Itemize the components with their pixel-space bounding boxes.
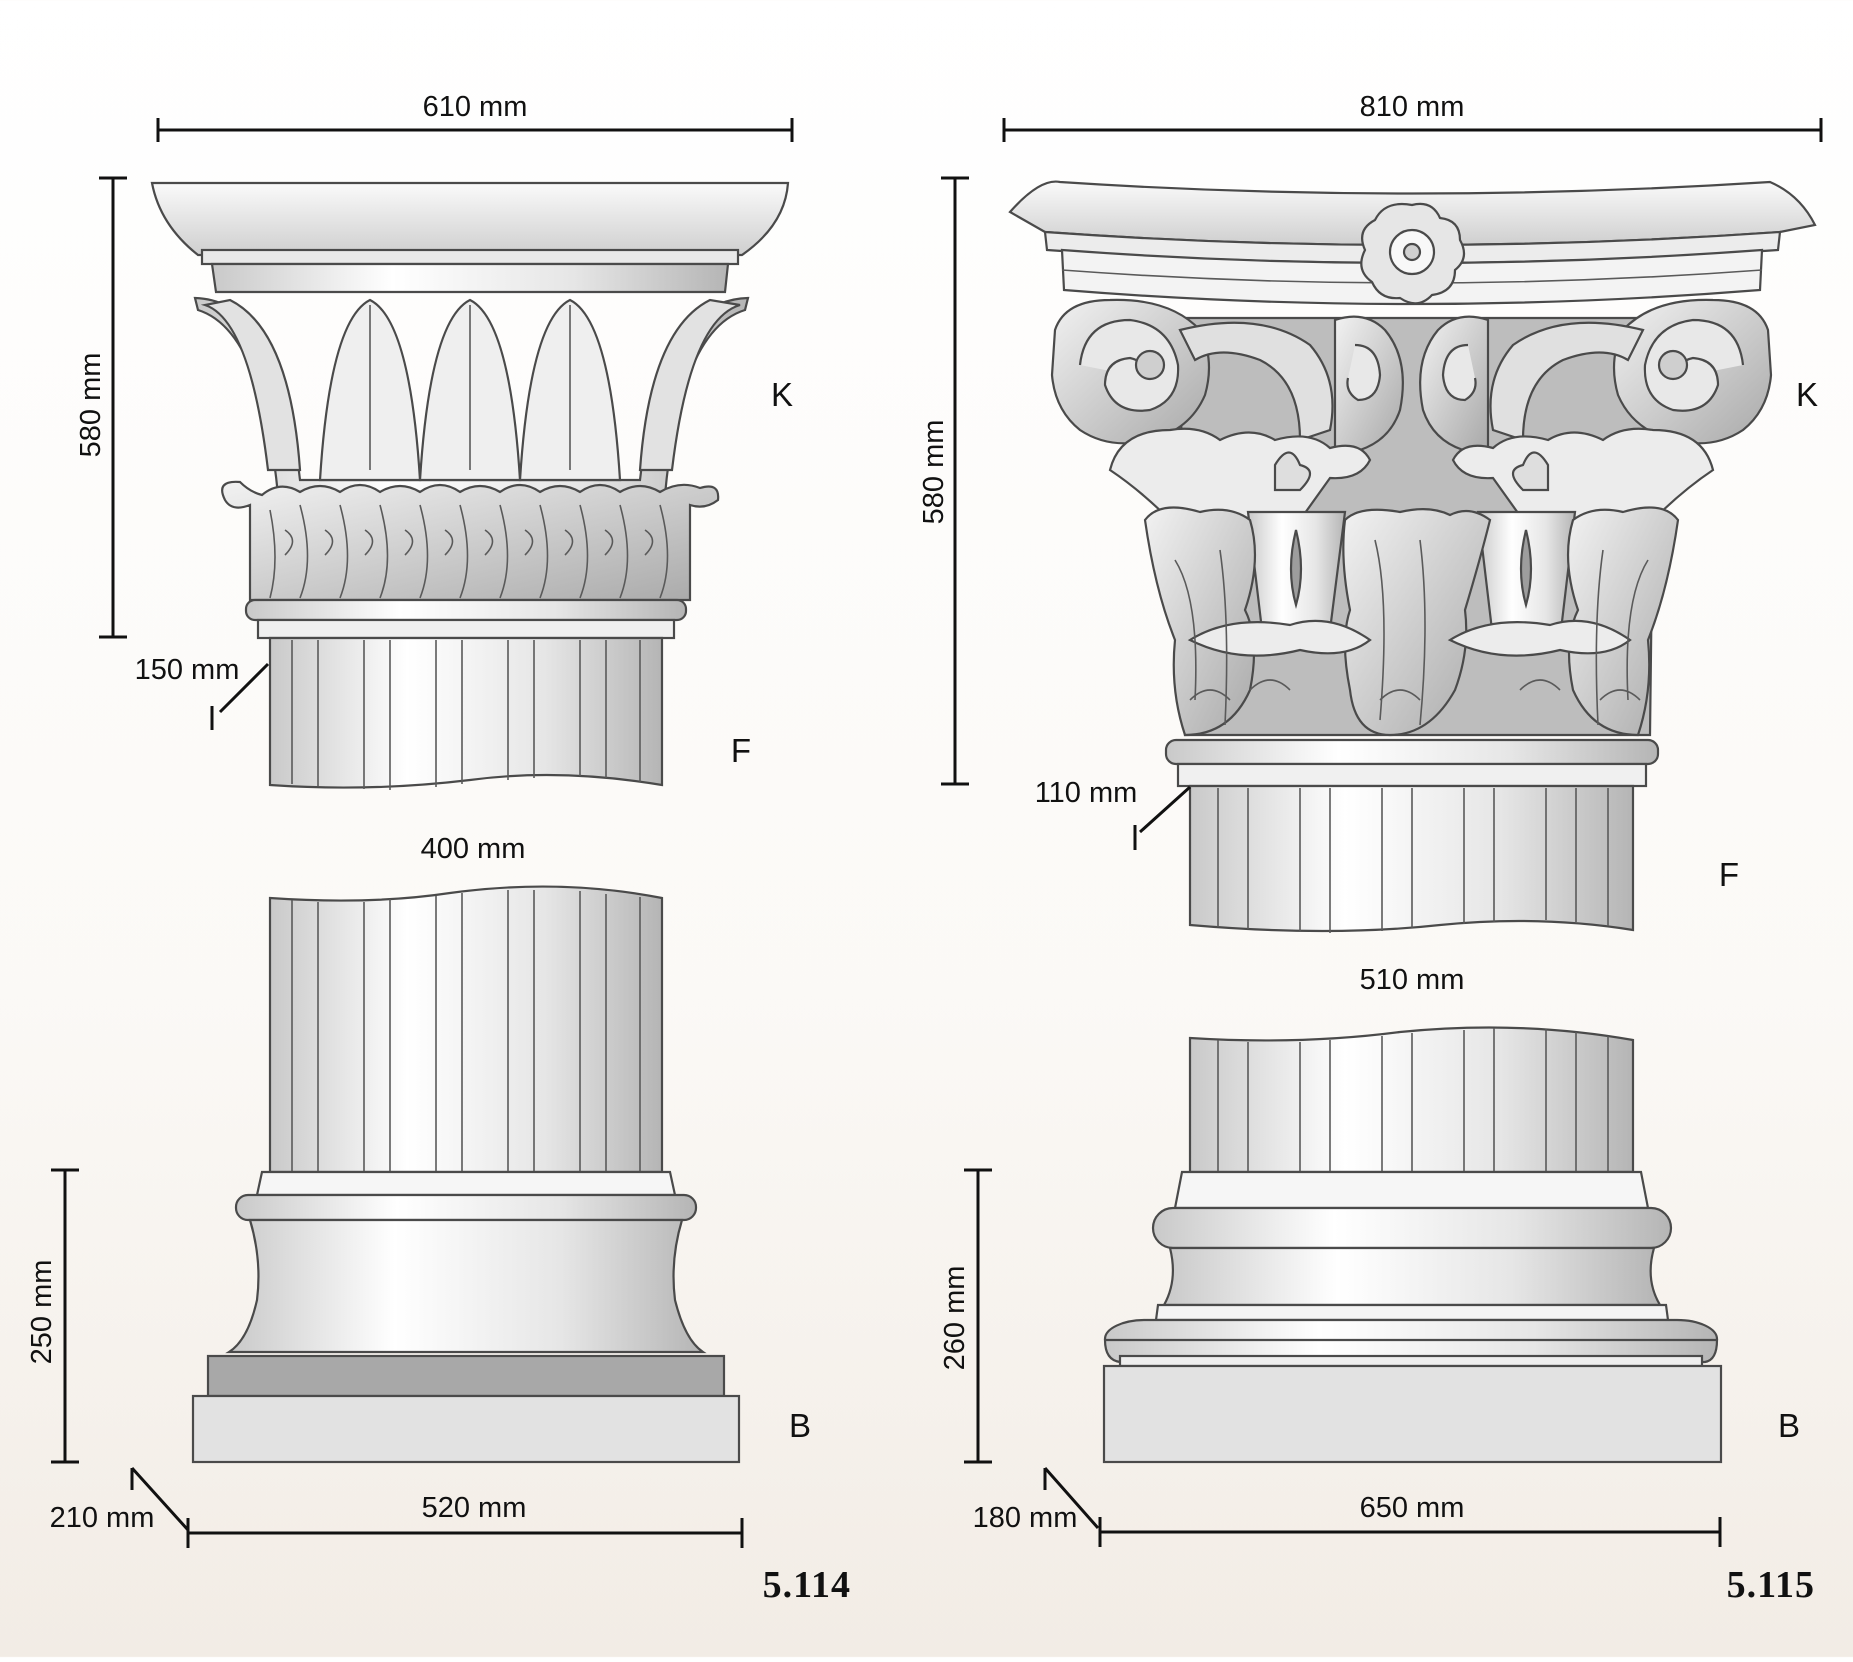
left-dimensions xyxy=(51,118,794,1548)
right-lower-shaft xyxy=(1188,1026,1635,1174)
left-base xyxy=(191,1170,741,1464)
left-base-width-label: 520 mm xyxy=(422,1492,527,1524)
left-capital-height-label: 580 mm xyxy=(75,353,107,458)
right-capital-height-label: 580 mm xyxy=(918,420,950,525)
right-base-depth-label: 180 mm xyxy=(973,1502,1078,1534)
left-lower-shaft xyxy=(268,885,664,1174)
right-lower-leaves xyxy=(1143,506,1680,737)
left-upper-shaft xyxy=(268,636,664,790)
right-capital-width-label: 810 mm xyxy=(1360,91,1465,123)
left-capital-width-label: 610 mm xyxy=(423,91,528,123)
right-dimensions xyxy=(941,118,1823,1547)
right-upper-leaves xyxy=(1108,427,1715,522)
left-column-drawing: 610 mm 580 mm 150 mm 400 mm 250 mm 210 m… xyxy=(26,91,851,1606)
right-shaft-width-label: 510 mm xyxy=(1360,964,1465,996)
right-shaft-letter: F xyxy=(1719,856,1739,893)
right-base-height-label: 260 mm xyxy=(939,1266,971,1371)
right-upper-shaft xyxy=(1188,784,1635,933)
right-base-letter: B xyxy=(1778,1407,1800,1444)
right-flute-depth-label: 110 mm xyxy=(1035,777,1138,809)
left-capital-letter: K xyxy=(771,376,793,413)
left-flute-depth-label: 150 mm xyxy=(135,654,240,686)
left-base-height-label: 250 mm xyxy=(26,1260,58,1365)
left-figure-code: 5.114 xyxy=(763,1564,851,1606)
left-acanthus-band xyxy=(221,480,720,602)
left-base-depth-label: 210 mm xyxy=(50,1502,155,1534)
left-capital xyxy=(150,181,790,640)
right-capital xyxy=(1008,180,1817,788)
left-shaft-letter: F xyxy=(731,732,751,769)
right-volutes xyxy=(1050,298,1773,452)
right-capital-letter: K xyxy=(1796,376,1818,413)
left-base-letter: B xyxy=(789,1407,811,1444)
left-shaft-width-label: 400 mm xyxy=(421,833,526,865)
right-abacus-rosette xyxy=(1360,202,1466,305)
right-column-drawing: 810 mm 580 mm 110 mm 510 mm 260 mm 180 m… xyxy=(918,91,1823,1606)
right-base-width-label: 650 mm xyxy=(1360,1492,1465,1524)
right-figure-code: 5.115 xyxy=(1727,1564,1815,1606)
right-base xyxy=(1102,1170,1723,1464)
